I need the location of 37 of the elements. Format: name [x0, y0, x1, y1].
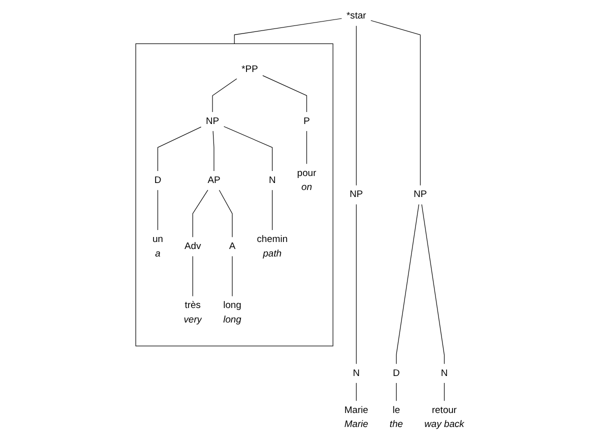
- node-text: N: [440, 368, 448, 378]
- node-text: pour on: [296, 168, 316, 192]
- connector: [421, 204, 444, 364]
- node-text: le the: [389, 405, 403, 430]
- node-text: D: [392, 368, 400, 378]
- node-text: NP: [349, 189, 363, 200]
- node-text: NP: [413, 189, 427, 200]
- node-text: P: [303, 116, 310, 126]
- connector: [157, 126, 202, 172]
- node-text: retour way back: [424, 405, 464, 430]
- node-text: chemin path: [256, 234, 288, 259]
- node-text: N: [352, 368, 360, 378]
- connector: [212, 78, 237, 112]
- connector: [370, 20, 420, 186]
- node-text: très very: [183, 300, 202, 325]
- node-text: NP: [206, 116, 219, 126]
- node-text: *star: [346, 10, 366, 22]
- connector: [212, 130, 214, 172]
- node-text: un a: [152, 234, 163, 259]
- connector: [234, 18, 342, 44]
- connector: [262, 75, 307, 112]
- connector: [223, 126, 272, 172]
- node-text: Marie Marie: [344, 405, 368, 430]
- cluster: [135, 43, 333, 346]
- node-text: A: [228, 241, 236, 252]
- connector: [157, 190, 158, 230]
- connector: [396, 204, 419, 364]
- connector: [192, 256, 193, 296]
- connector: [218, 190, 232, 238]
- node-text: N: [268, 175, 276, 186]
- node-text: long long: [222, 300, 241, 325]
- node-text: D: [154, 175, 161, 186]
- node-text: *PP: [241, 64, 258, 74]
- node-text: AP: [207, 175, 220, 186]
- node-text: Adv: [184, 241, 201, 252]
- connector: [192, 190, 208, 238]
- connector: [306, 130, 307, 164]
